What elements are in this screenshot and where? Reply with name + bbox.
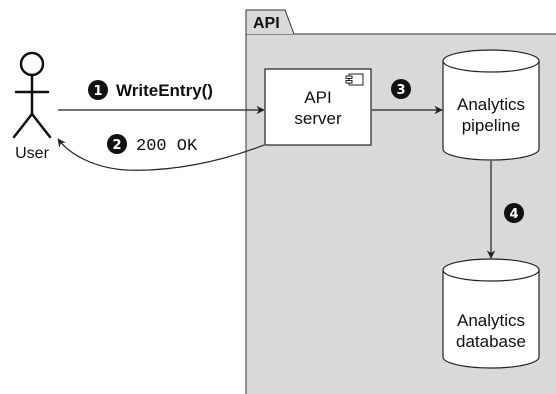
api-frame-label: API [253, 15, 280, 32]
api-server-node: API server [264, 68, 372, 146]
response-arrow [57, 138, 265, 171]
analytics-database-node: Analytics database [442, 258, 540, 369]
step-1-number: 1 [93, 84, 102, 99]
step-2-label: 200 OK [136, 137, 198, 156]
step-4-marker: 4 [504, 203, 524, 223]
api-frame-tab [245, 9, 295, 35]
user-label: User [15, 145, 49, 162]
step-3-marker: 3 [391, 79, 411, 99]
analytics-pipeline-node: Analytics pipeline [442, 49, 540, 161]
component-icon [345, 73, 364, 86]
analytics-pipeline-cylinder [442, 61, 540, 161]
analytics-database-label-line1: Analytics [457, 311, 525, 330]
api-server-label-line1: API [304, 88, 331, 107]
step-1-marker: 1 [88, 80, 108, 100]
analytics-database-cylinder [442, 270, 540, 369]
analytics-database-label-line2: database [456, 332, 526, 351]
step-2-marker: 2 [107, 134, 127, 154]
step-1-label: WriteEntry() [116, 81, 213, 100]
step-2-number: 2 [112, 138, 121, 153]
api-server-label-line2: server [294, 109, 342, 128]
analytics-pipeline-label-line1: Analytics [457, 95, 525, 114]
analytics-pipeline-label-line2: pipeline [462, 116, 521, 135]
step-3-number: 3 [396, 83, 405, 98]
user-actor: User [12, 51, 52, 162]
step-4-number: 4 [509, 207, 518, 222]
stick-figure-icon [12, 51, 52, 139]
